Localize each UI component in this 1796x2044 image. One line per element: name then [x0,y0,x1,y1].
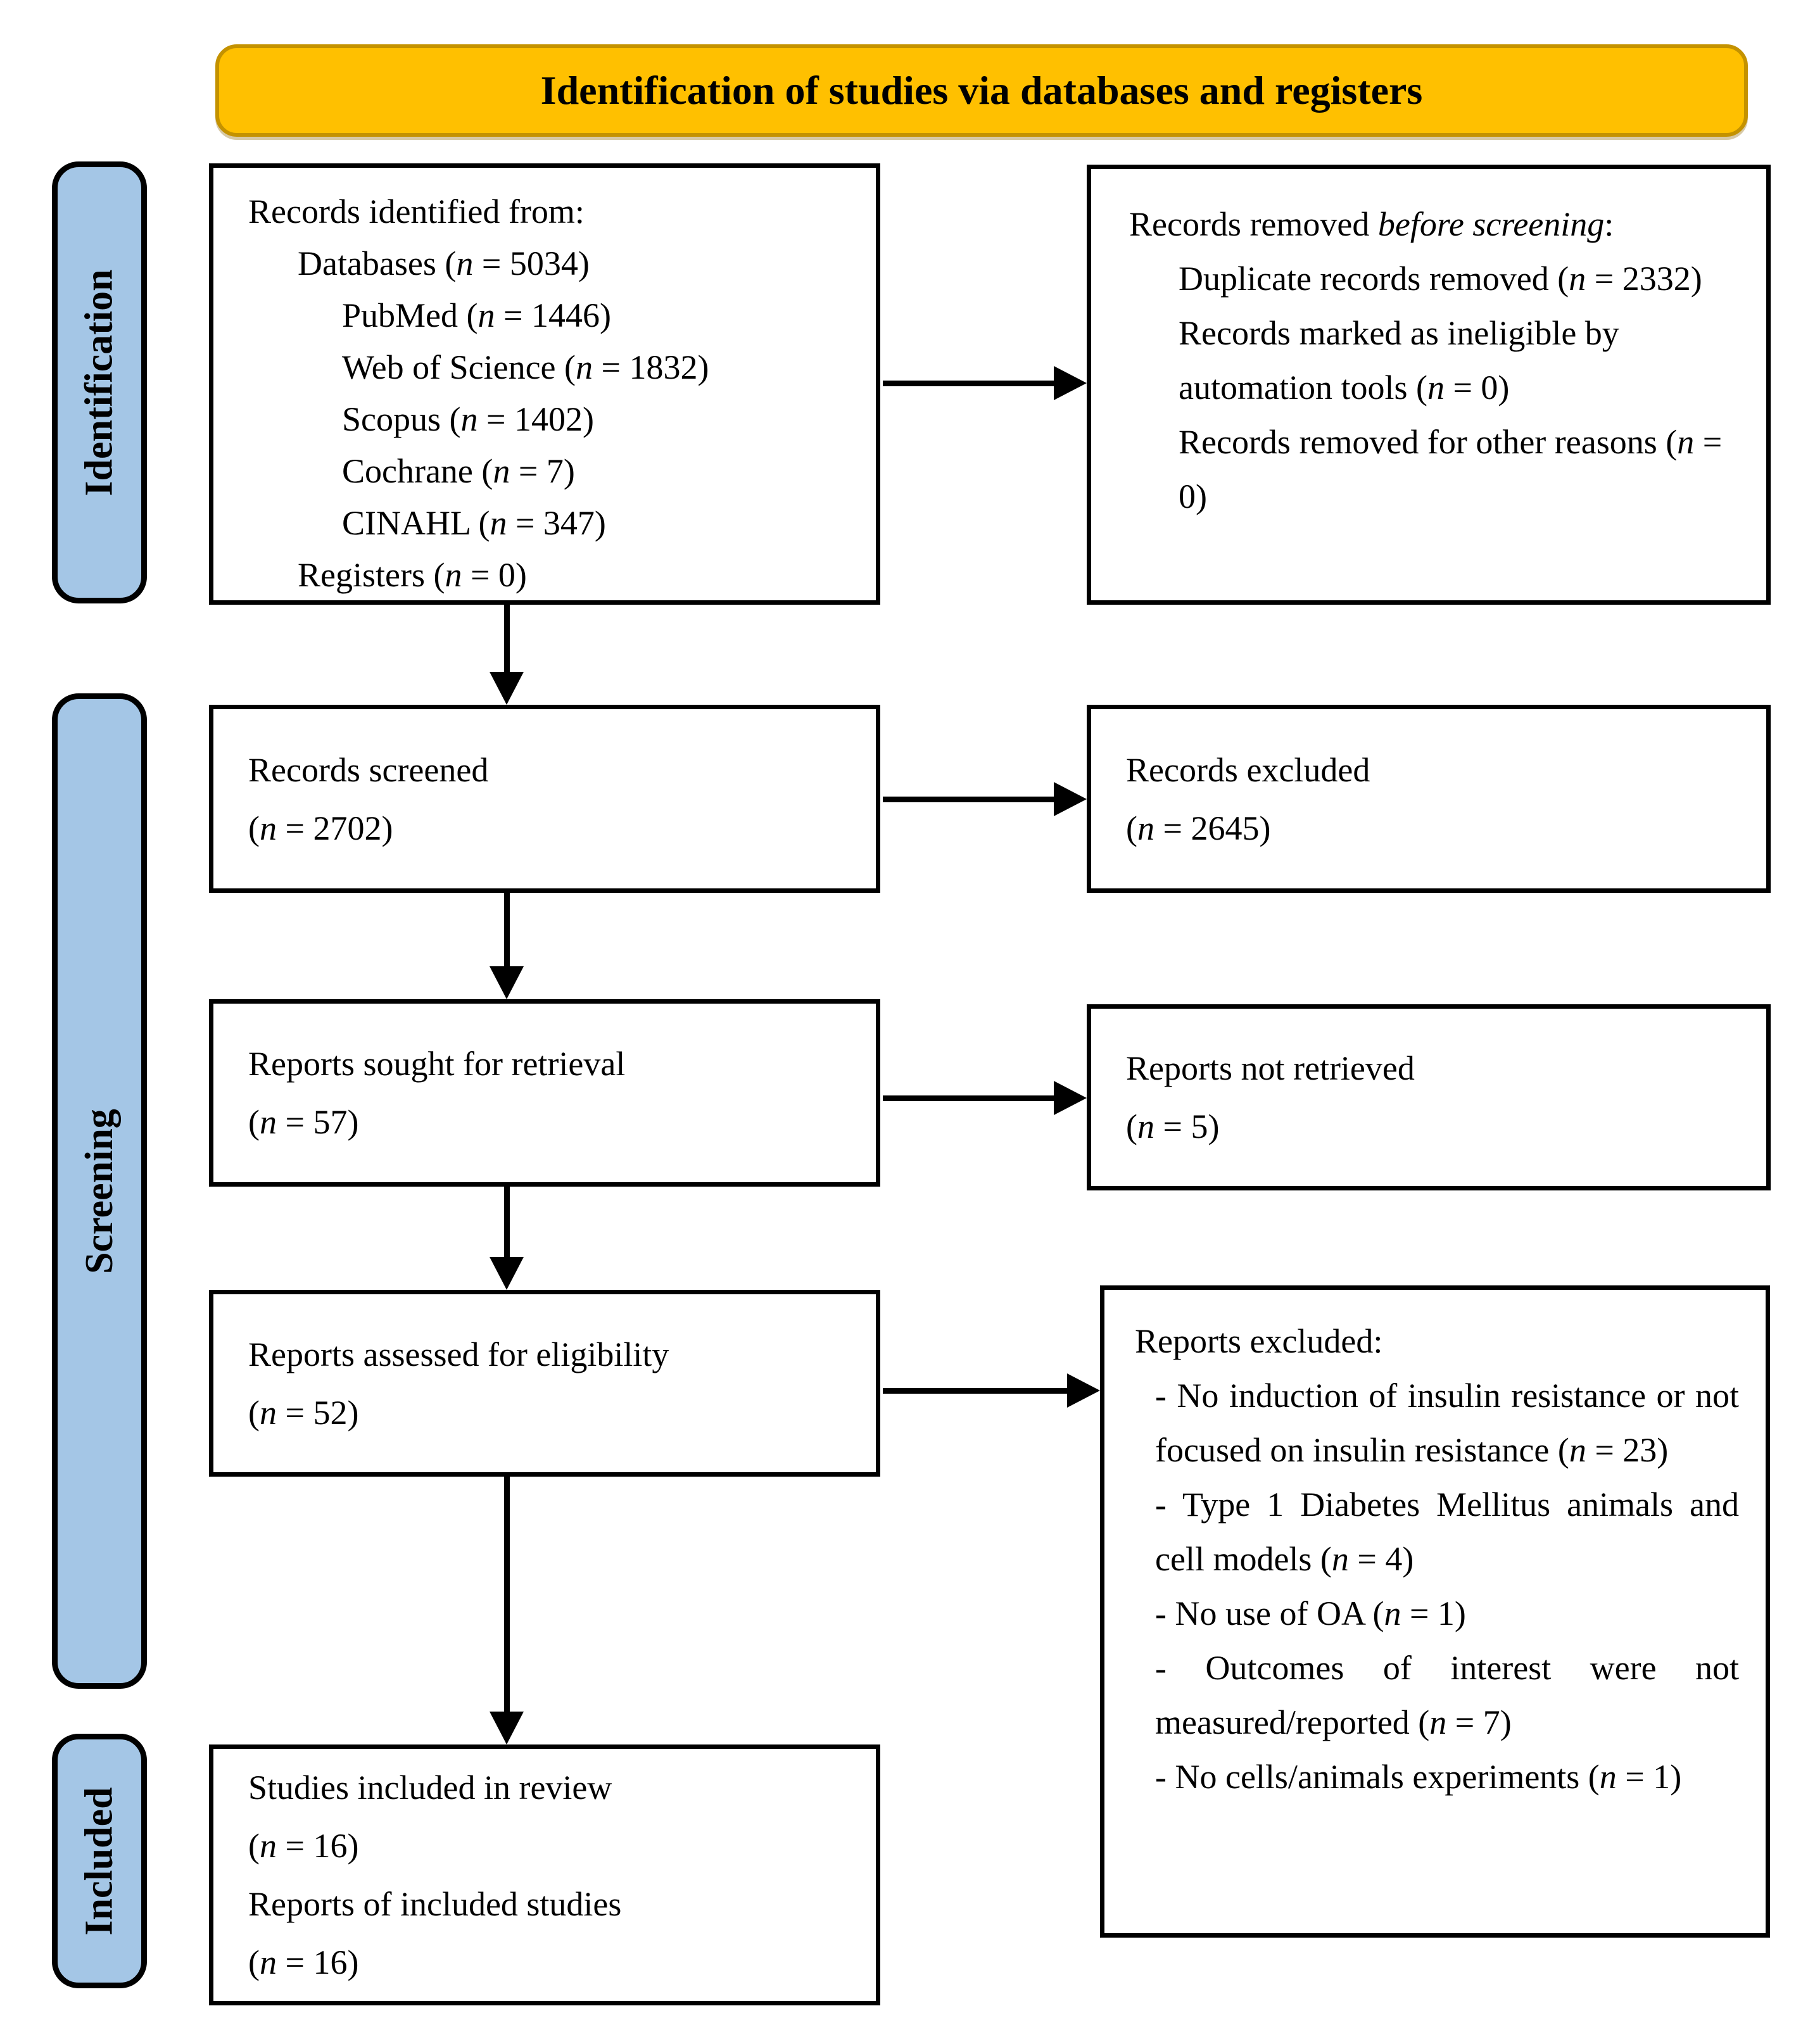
box-reports-not-retrieved: Reports not retrieved (n = 5) [1087,1004,1771,1190]
exclusion-reason: - Outcomes of interest were not measured… [1155,1649,1739,1741]
box-line: Records identified from: [248,192,585,230]
arrow-identified-to-screened-head [490,672,524,705]
stage-chip-screening-label: Screening [77,1108,121,1274]
exclusion-reason: - No induction of insulin resistance or … [1155,1377,1739,1469]
box-reports-excluded: Reports excluded: - No induction of insu… [1100,1285,1770,1938]
stage-chip-included-label: Included [77,1786,121,1936]
box-line: Scopus (n = 1402) [342,400,594,438]
title-banner: Identification of studies via databases … [215,44,1748,137]
box-line: Studies included in review [248,1769,612,1807]
box-line: Registers (n = 0) [298,556,527,594]
box-line: Databases (n = 5034) [298,244,590,282]
title-banner-label: Identification of studies via databases … [540,68,1423,113]
arrow-identified-to-screened [504,605,510,673]
box-line: (n = 5) [1126,1107,1220,1145]
arrow-screened-to-sought-head [490,966,524,999]
arrow-assessed-to-excluded-head [1067,1373,1100,1408]
arrow-screened-to-excluded [883,797,1054,802]
box-records-screened: Records screened (n = 2702) [209,705,880,893]
box-line: Reports assessed for eligibility [248,1335,669,1373]
arrow-screened-to-excluded-head [1054,782,1087,816]
arrow-sought-to-not-retrieved [883,1095,1054,1101]
box-line: (n = 16) [248,1943,359,1981]
box-line: (n = 2702) [248,809,393,847]
arrow-assessed-to-included-head [490,1712,524,1744]
arrow-assessed-to-included [504,1477,510,1712]
box-line: CINAHL (n = 347) [342,504,606,542]
box-reports-assessed: Reports assessed for eligibility (n = 52… [209,1290,880,1477]
stage-chip-identification-label: Identification [77,268,121,496]
box-line: Reports sought for retrieval [248,1045,626,1083]
box-records-removed: Records removed before screening: Duplic… [1087,165,1771,605]
arrow-screened-to-sought [504,893,510,966]
box-line: Reports not retrieved [1126,1049,1415,1087]
box-records-excluded: Records excluded (n = 2645) [1087,705,1771,893]
stage-chip-included: Included [52,1734,147,1988]
exclusion-reason: - No use of OA (n = 1) [1155,1594,1466,1632]
box-line: Web of Science (n = 1832) [342,348,709,386]
box-line: Records marked as ineligible by automati… [1179,314,1619,407]
arrow-assessed-to-excluded [883,1388,1067,1394]
box-line: PubMed (n = 1446) [342,296,611,334]
box-line: Records removed for other reasons (n = 0… [1179,423,1723,515]
exclusion-reason: - Type 1 Diabetes Mellitus animals and c… [1155,1486,1739,1578]
arrow-sought-to-assessed [504,1187,510,1257]
arrow-sought-to-assessed-head [490,1257,524,1290]
box-line: (n = 2645) [1126,809,1271,847]
box-studies-included: Studies included in review (n = 16) Repo… [209,1744,880,2005]
box-records-identified: Records identified from: Databases (n = … [209,163,880,605]
box-reports-sought: Reports sought for retrieval (n = 57) [209,999,880,1187]
exclusion-reason: - No cells/animals experiments (n = 1) [1155,1758,1682,1796]
box-title: Records removed before screening: [1129,205,1614,243]
arrow-identified-to-removed-head [1054,366,1087,400]
box-line: (n = 57) [248,1103,359,1141]
box-line: Reports of included studies [248,1885,622,1923]
arrow-identified-to-removed [883,381,1054,386]
stage-chip-screening: Screening [52,693,147,1689]
box-line: (n = 52) [248,1393,359,1432]
box-title: Reports excluded: [1135,1322,1383,1360]
box-line: Records excluded [1126,750,1370,789]
arrow-sought-to-not-retrieved-head [1054,1081,1087,1115]
box-line: (n = 16) [248,1827,359,1865]
box-line: Cochrane (n = 7) [342,452,575,490]
box-line: Duplicate records removed (n = 2332) [1179,260,1702,298]
box-line: Records screened [248,750,489,789]
stage-chip-identification: Identification [52,161,147,603]
